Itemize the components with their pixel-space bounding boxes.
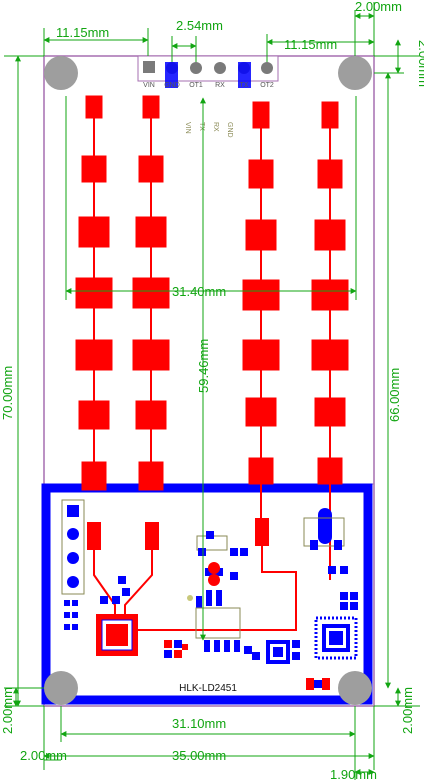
dim-board-height: 70.00mm xyxy=(0,366,15,420)
ground-frame xyxy=(41,483,373,705)
pin-label-ot1: OT1 xyxy=(189,82,203,89)
dim-top-left-margin: 11.15mm xyxy=(56,25,109,40)
connector-pin xyxy=(190,62,202,74)
connector-pin xyxy=(261,62,273,74)
dim-corner-y-bottom-left: 2.00mm xyxy=(0,687,15,734)
pin-label-tx: TX xyxy=(240,82,249,89)
silk-label-vin: VIN xyxy=(184,122,191,134)
antenna-array xyxy=(75,95,349,540)
silk-label-tx: TX xyxy=(198,122,205,131)
dim-top-right-margin: 11.15mm xyxy=(284,37,337,52)
dimension-lines xyxy=(4,2,420,780)
connector-header: VIN GND OT1 RX TX OT2 VIN TX RX GND xyxy=(137,55,279,138)
pin-label-rx: RX xyxy=(215,82,225,89)
silk-label-rx: RX xyxy=(212,122,219,132)
dim-corner-x-top: 2.00mm xyxy=(355,0,402,14)
dim-antenna-height: 59.46mm xyxy=(196,339,211,393)
dim-inner-height: 66.00mm xyxy=(387,368,402,422)
silk-label-gnd: GND xyxy=(226,122,233,138)
dim-corner-x-bottom: 2.00mm xyxy=(20,748,67,763)
board-label: HLK-LD2451 xyxy=(179,683,237,694)
dim-hole-spacing-bottom: 31.10mm xyxy=(172,716,226,731)
connector-pin xyxy=(214,62,226,74)
dim-edge-offset: 1.90mm xyxy=(330,767,377,782)
mounting-hole-bottom-right xyxy=(338,671,372,705)
dim-antenna-width: 31.40mm xyxy=(172,284,226,299)
pin-label-gnd: GND xyxy=(164,82,180,89)
mounting-hole-top-right xyxy=(338,56,372,90)
dim-corner-y-top: 2.00mm xyxy=(416,40,424,87)
pin-label-vin: VIN xyxy=(143,82,155,89)
mounting-hole-bottom-left xyxy=(44,671,78,705)
dim-pin-pitch: 2.54mm xyxy=(176,18,223,33)
dim-board-width: 35.00mm xyxy=(172,748,226,763)
pcb-components: HLK-LD2451 xyxy=(61,499,358,694)
dim-corner-y-bottom-right: 2.00mm xyxy=(400,687,415,734)
pin-label-ot2: OT2 xyxy=(260,82,274,89)
mounting-hole-top-left xyxy=(44,56,78,90)
connector-pin-square xyxy=(143,61,155,73)
